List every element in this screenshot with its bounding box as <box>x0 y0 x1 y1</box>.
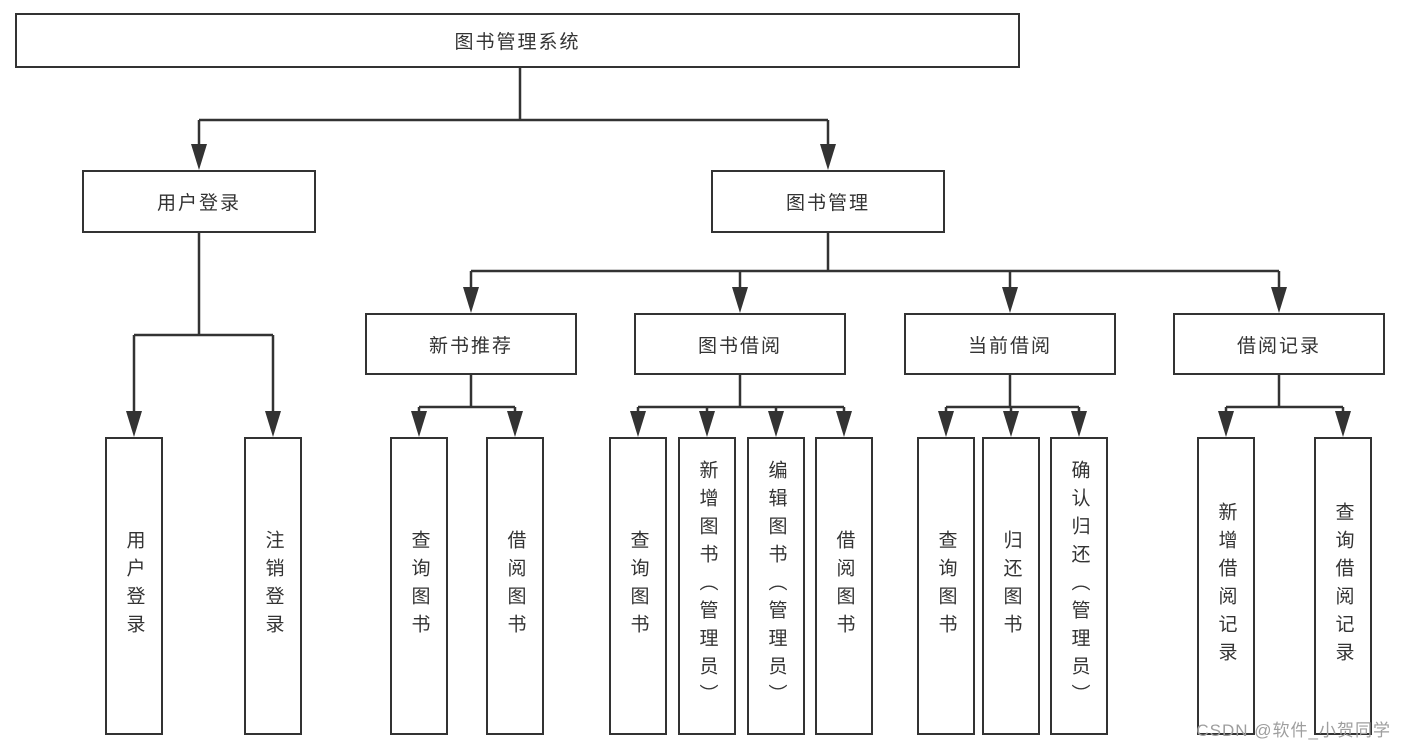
node-book-management: 图书管理 <box>711 170 945 233</box>
node-new-book-recommend: 新书推荐 <box>365 313 577 375</box>
leaf-query-book-current-label: 查询图书 <box>935 530 957 642</box>
leaf-add-borrow-record: 新增借阅记录 <box>1197 437 1255 735</box>
leaf-user-login-label: 用户登录 <box>123 530 145 642</box>
leaf-query-book-borrowing-label: 查询图书 <box>627 530 649 642</box>
leaf-edit-book-admin: 编辑图书（管理员） <box>747 437 805 735</box>
leaf-query-book-current: 查询图书 <box>917 437 975 735</box>
leaf-add-book-admin: 新增图书（管理员） <box>678 437 736 735</box>
leaf-query-book-borrowing: 查询图书 <box>609 437 667 735</box>
leaf-edit-book-admin-label: 编辑图书（管理员） <box>765 460 787 712</box>
leaf-borrow-book-borrowing-label: 借阅图书 <box>833 530 855 642</box>
leaf-query-book-recommend: 查询图书 <box>390 437 448 735</box>
node-book-borrowing: 图书借阅 <box>634 313 846 375</box>
leaf-return-book: 归还图书 <box>982 437 1040 735</box>
node-current-borrowing: 当前借阅 <box>904 313 1116 375</box>
leaf-borrow-book-recommend: 借阅图书 <box>486 437 544 735</box>
node-user-login: 用户登录 <box>82 170 316 233</box>
leaf-add-book-admin-label: 新增图书（管理员） <box>696 460 718 712</box>
node-root-library-system: 图书管理系统 <box>15 13 1020 68</box>
leaf-logout-label: 注销登录 <box>262 530 284 642</box>
leaf-query-borrow-record-label: 查询借阅记录 <box>1332 502 1354 670</box>
leaf-borrow-book-recommend-label: 借阅图书 <box>504 530 526 642</box>
leaf-borrow-book-borrowing: 借阅图书 <box>815 437 873 735</box>
leaf-add-borrow-record-label: 新增借阅记录 <box>1215 502 1237 670</box>
node-borrow-records: 借阅记录 <box>1173 313 1385 375</box>
leaf-logout: 注销登录 <box>244 437 302 735</box>
csdn-watermark: CSDN @软件_小贺同学 <box>1196 721 1391 740</box>
leaf-user-login: 用户登录 <box>105 437 163 735</box>
leaf-query-book-recommend-label: 查询图书 <box>408 530 430 642</box>
leaf-return-book-label: 归还图书 <box>1000 530 1022 642</box>
leaf-query-borrow-record: 查询借阅记录 <box>1314 437 1372 735</box>
leaf-confirm-return-admin: 确认归还（管理员） <box>1050 437 1108 735</box>
leaf-confirm-return-admin-label: 确认归还（管理员） <box>1068 460 1090 712</box>
